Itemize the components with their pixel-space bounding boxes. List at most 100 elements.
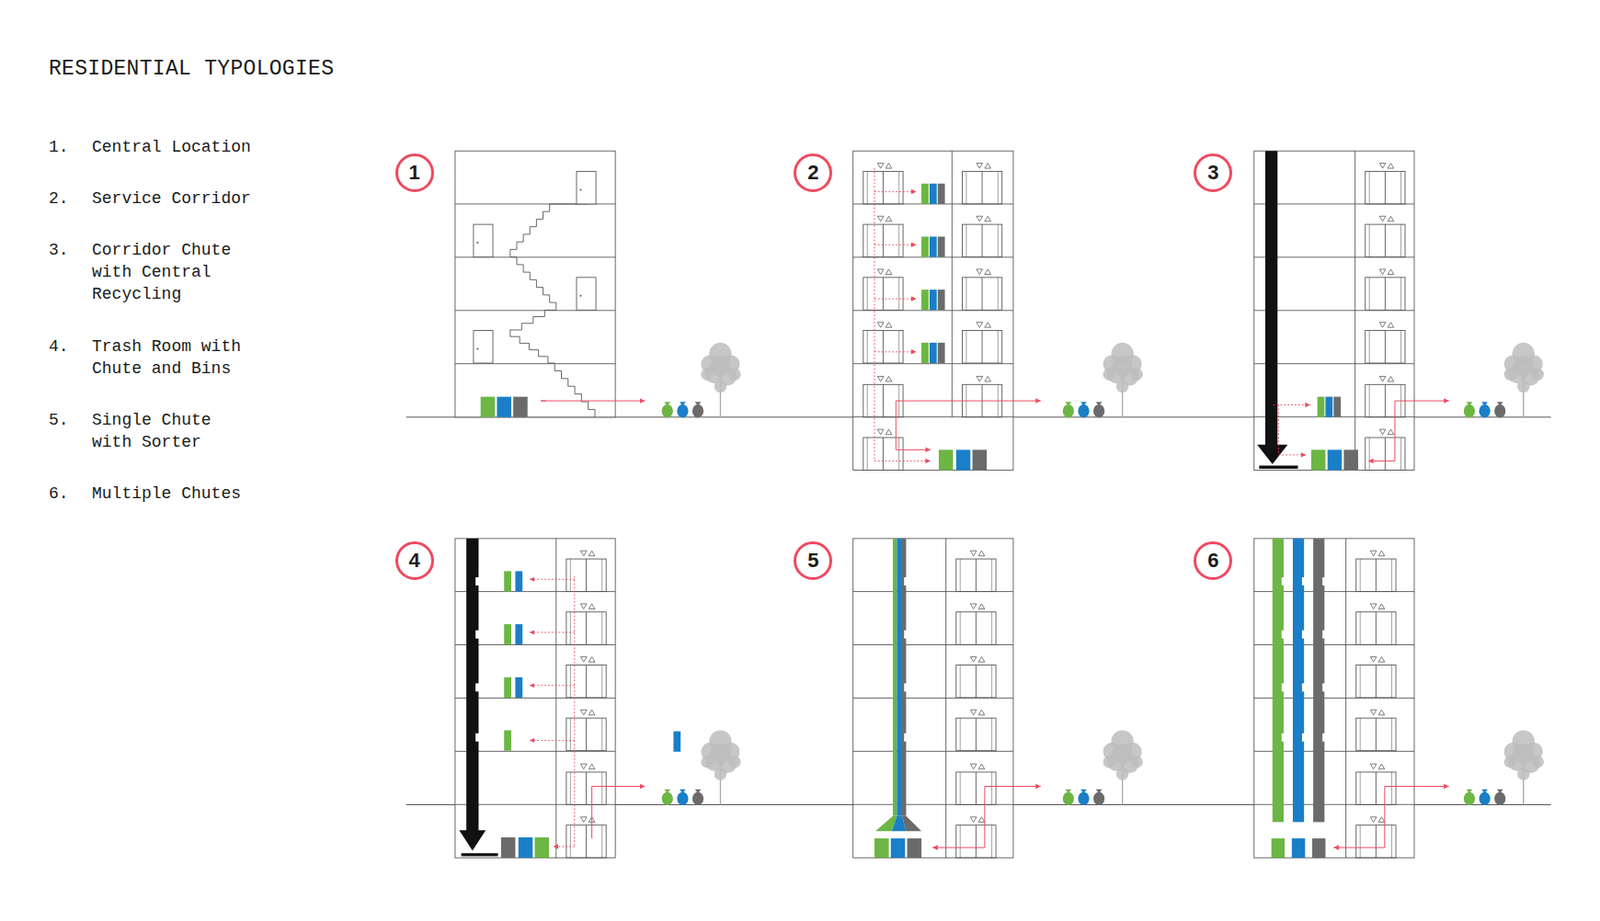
tree-canopy (1112, 743, 1133, 765)
trash-bag (662, 404, 674, 418)
elevator-door (991, 772, 993, 806)
chute-opening (1322, 630, 1328, 640)
chute-base (461, 853, 499, 857)
callout-number: 5 (793, 541, 833, 581)
list-item: Multiple Chutes (91, 482, 258, 505)
flow-line (591, 787, 593, 840)
bin (929, 183, 938, 205)
elevator-arrow (970, 764, 977, 770)
bin (874, 838, 890, 858)
bin (929, 289, 938, 310)
elevator-arrow (970, 550, 977, 557)
elevator-door (991, 664, 993, 698)
list-item: Service Corridor (91, 187, 258, 210)
flow-dotted-line (552, 845, 574, 847)
flow-line (895, 400, 1041, 402)
elevator-door (898, 331, 900, 365)
bin (907, 838, 923, 858)
elevator-arrow (984, 376, 992, 382)
tree-canopy (1504, 755, 1517, 768)
bin (503, 730, 512, 751)
elevator-door (1356, 612, 1396, 646)
elevator-door (975, 718, 977, 752)
elevator-arrow (580, 709, 587, 716)
bin (891, 838, 906, 858)
chute-opening (903, 577, 910, 586)
elevator-door (601, 772, 603, 806)
chute-opening (903, 733, 910, 743)
elevator-door (960, 718, 961, 752)
elevator-door (1369, 384, 1371, 418)
elevator-door (570, 664, 572, 698)
chute-opening (475, 683, 481, 692)
elevator-arrow (1378, 709, 1385, 716)
trash-bag (1481, 401, 1488, 406)
elevator-door (867, 171, 869, 205)
bin (972, 449, 988, 470)
elevator-door (566, 718, 606, 752)
elevator-door (956, 612, 996, 646)
stair-flight (510, 309, 557, 337)
bin (1312, 838, 1326, 858)
flow-dotted-line (529, 740, 575, 742)
tree-canopy (728, 368, 741, 381)
chute-opening (1302, 577, 1308, 586)
building-outline (1254, 538, 1415, 858)
trash-bag (1062, 792, 1075, 806)
elevator-door (961, 331, 1002, 365)
elevator-door (997, 224, 999, 258)
elevator-door (566, 612, 606, 646)
elevator-door (975, 559, 977, 593)
elevator-door (1360, 559, 1361, 593)
elevator-arrow (976, 376, 983, 382)
elevator-door (1365, 437, 1406, 471)
elevator-arrow (978, 657, 985, 663)
flow-line (540, 400, 645, 402)
elevator-arrow (1370, 657, 1377, 663)
elevator-door (1375, 772, 1377, 806)
bin (503, 677, 512, 698)
wall-line (951, 150, 953, 418)
elevator-door (1360, 825, 1361, 859)
stair-flight (548, 363, 595, 418)
elevator-door (882, 277, 884, 311)
elevator-arrow (976, 216, 983, 222)
elevator-arrow (1387, 376, 1395, 382)
elevator-door (982, 171, 983, 205)
elevator-door (965, 331, 967, 365)
bin (1325, 397, 1333, 418)
elevator-arrow (978, 550, 985, 557)
trash-bag (1065, 789, 1073, 794)
elevator-door (965, 277, 967, 311)
elevator-arrow (885, 376, 892, 382)
bin (503, 624, 512, 645)
elevator-door (956, 718, 996, 752)
callout-text: 2 (807, 162, 819, 183)
bin (937, 236, 946, 257)
stair-flight (510, 336, 549, 364)
flow-dotted-line (529, 579, 575, 581)
elevator-arrow (885, 269, 892, 275)
elevator-door (991, 559, 993, 593)
elevator-door (1375, 664, 1377, 698)
elevator-door (1369, 171, 1371, 205)
elevator-door (867, 437, 869, 471)
elevator-arrow (1387, 269, 1395, 275)
flow-dotted-line (573, 576, 575, 847)
elevator-arrow (885, 322, 892, 329)
trash-bag (1478, 792, 1490, 806)
elevator-door (1400, 437, 1402, 471)
flow-line (895, 400, 931, 450)
elevator-door (585, 559, 587, 593)
bin (673, 731, 681, 753)
bin (921, 183, 929, 205)
chute-opening (1302, 733, 1308, 743)
flow-dotted-line (874, 191, 916, 193)
door (473, 224, 493, 258)
elevator-door (1391, 772, 1393, 806)
trash-chute (892, 538, 897, 817)
elevator-door (1384, 277, 1386, 311)
elevator-arrow (588, 709, 595, 716)
elevator-door (1356, 772, 1396, 806)
elevator-arrow (978, 709, 985, 716)
